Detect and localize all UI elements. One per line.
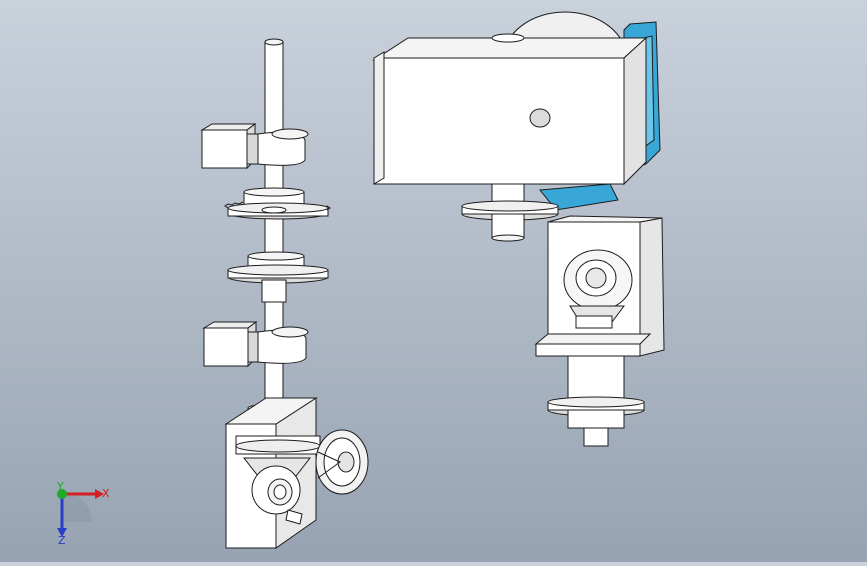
bracket-base <box>534 333 652 345</box>
z-axis-label: Z <box>58 534 66 547</box>
x-axis-label: X <box>102 487 110 500</box>
bracket-sprocket <box>547 396 645 408</box>
vertical-shaft-assembly[interactable] <box>200 38 369 549</box>
gearbox-side-face <box>623 36 647 186</box>
shaft-top-face <box>264 38 284 46</box>
y-axis-dot <box>57 489 67 499</box>
gearbox-sprocket <box>461 200 559 212</box>
lower-bevel-housing <box>224 397 369 549</box>
lower-clamp-block <box>202 321 309 368</box>
bracket-output-shaft <box>583 427 609 447</box>
y-axis-label: Y <box>56 480 64 493</box>
gearbox-output-shaft <box>491 213 525 239</box>
gearbox-bolt-hole <box>529 108 551 128</box>
gearbox-motor-assembly[interactable] <box>372 11 661 242</box>
middle-sprocket <box>227 251 329 303</box>
coordinate-triad: X Y Z <box>40 478 120 548</box>
main-shaft <box>264 41 284 428</box>
upper-clamp-block <box>200 123 309 170</box>
gearbox-front-face <box>373 57 625 185</box>
upper-sprocket <box>224 187 331 220</box>
bevel-gear-bracket-assembly[interactable] <box>534 215 665 447</box>
